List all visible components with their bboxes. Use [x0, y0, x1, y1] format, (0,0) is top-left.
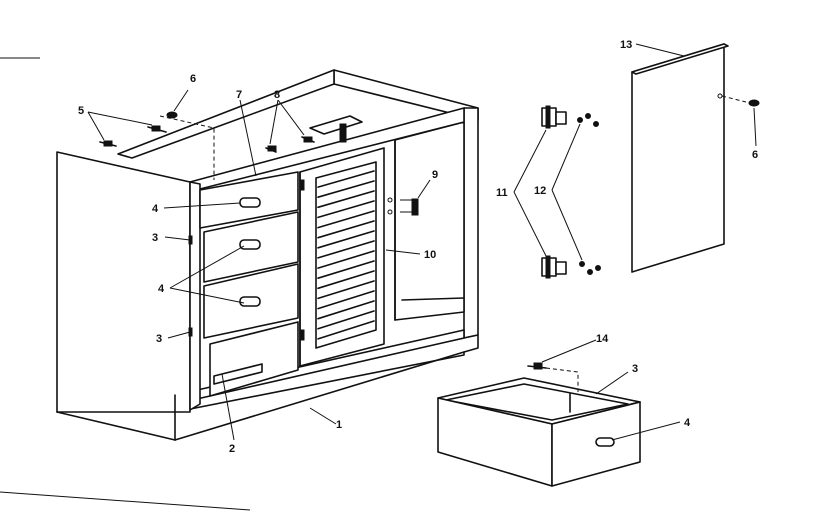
hinge-top [541, 105, 599, 129]
louver-slat [317, 190, 375, 209]
handle-icon [239, 296, 261, 307]
louver-slat [317, 300, 375, 320]
louver-slat [317, 250, 375, 269]
hinge-bottom [541, 255, 601, 279]
callout-6-right: 6 [752, 149, 758, 161]
hinge-screw-icon [593, 121, 599, 127]
screws-part-5 [99, 125, 167, 147]
callout-6-left: 6 [190, 73, 196, 85]
louver-slat [317, 260, 375, 280]
handle-icon [595, 437, 615, 447]
louver-slat [317, 200, 375, 219]
callout-4-drawer: 4 [684, 417, 691, 429]
louver-slats [317, 170, 375, 340]
callout-3-lower: 3 [156, 333, 162, 345]
callout-8: 8 [274, 89, 280, 101]
callout-labels: 1 2 3 3 3 4 4 4 5 6 6 7 8 9 10 11 12 13 … [78, 39, 758, 455]
callout-13: 13 [620, 39, 632, 51]
drawer-interior [445, 383, 629, 421]
louver-slat [317, 210, 375, 229]
callout-7: 7 [236, 89, 242, 101]
hinge-screw-icon [587, 269, 593, 275]
left-side-panel [56, 151, 191, 413]
callout-5: 5 [78, 105, 84, 117]
drawer-slide [213, 363, 263, 385]
callout-4-pair: 4 [158, 283, 165, 295]
callout-2: 2 [229, 443, 235, 455]
side-panel-face [631, 43, 725, 273]
louver-slat [317, 310, 375, 330]
callout-12: 12 [534, 185, 546, 197]
louver-slat [317, 220, 375, 239]
callout-14: 14 [596, 333, 609, 345]
leader-lines [87, 43, 757, 441]
callout-10: 10 [424, 249, 436, 261]
back-panel-top [117, 69, 335, 159]
right-side-edge [463, 107, 479, 339]
handle-icon [239, 239, 261, 250]
screws-part-8 [265, 136, 315, 153]
hinge-screw-icon [577, 117, 583, 123]
drawer-guide-part-14 [533, 362, 543, 370]
callout-3-drawer: 3 [632, 363, 638, 375]
screw-part-6-right [748, 99, 760, 107]
callout-4-top: 4 [152, 203, 159, 215]
side-panel [631, 43, 760, 273]
louver-slat [317, 290, 375, 310]
right-opening [394, 121, 465, 321]
handle-icon [239, 197, 261, 208]
louver-slat [317, 230, 375, 249]
hinge-screw-icon [595, 265, 601, 271]
louver-slat [317, 320, 375, 340]
louvered-door [299, 147, 385, 367]
hinge-screw-icon [585, 113, 591, 119]
louver-slat [317, 180, 375, 198]
louver-slat [317, 280, 375, 300]
louver-slat [317, 270, 375, 290]
callout-11: 11 [496, 187, 508, 199]
catch-part-9 [387, 197, 419, 216]
hinge-screw-icon [579, 261, 585, 267]
louver-slat [317, 170, 375, 188]
callout-1: 1 [336, 419, 342, 431]
scan-edge-line-bottom [0, 491, 251, 511]
top-clip [309, 115, 363, 135]
callout-9: 9 [432, 169, 438, 181]
loose-drawer [437, 362, 641, 487]
drawer-handles [239, 197, 261, 307]
louver-slat [317, 240, 375, 259]
screw-part-6 [166, 111, 178, 119]
callout-3-upper: 3 [152, 232, 158, 244]
door-louver-frame [315, 161, 377, 349]
face-frame-left-stile [189, 181, 201, 411]
